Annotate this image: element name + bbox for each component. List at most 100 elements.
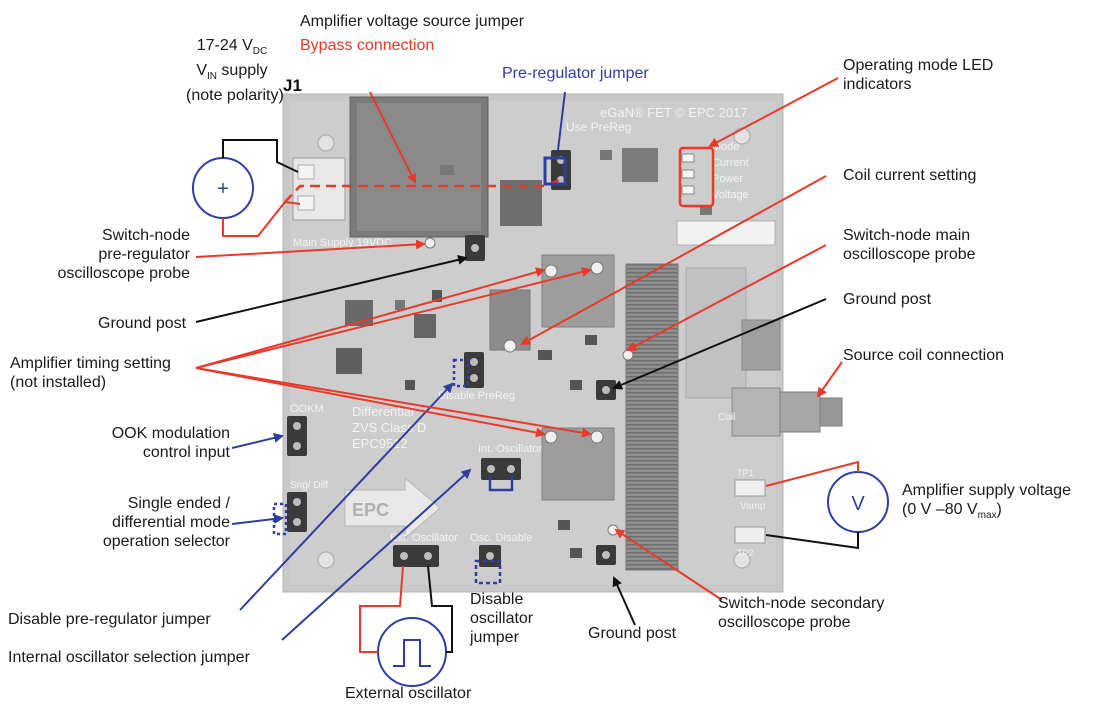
amp-timing-line2: (not installed) (10, 374, 107, 391)
sw-main-probe-label: Switch-node main oscilloscope probe (843, 226, 976, 264)
silk-tp1: TP1 (737, 468, 754, 478)
disable-prereg-jumper-label: Disable pre-regulator jumper (8, 611, 211, 628)
coil-connector-header (741, 319, 781, 371)
sw-main-line1: Switch-node main (843, 227, 971, 244)
single-line3: operation selector (102, 533, 230, 550)
tp2-pad (734, 526, 766, 544)
note-polarity: (note polarity) (186, 87, 284, 105)
disable-prereg-bracket (452, 358, 470, 388)
plus-symbol: + (217, 178, 229, 200)
led-power (681, 169, 695, 179)
amp-supply-meter: V (765, 460, 889, 550)
bypass-arrow (369, 91, 416, 184)
sw-prereg-line2: pre-regulator (98, 246, 190, 263)
silk-use-prereg: Use PreReg (566, 120, 631, 134)
silk-epc-part: EPC9512 (352, 436, 408, 451)
pcb-board (282, 93, 843, 593)
mount-hole (733, 551, 751, 569)
ext-oscillator-symbol (359, 565, 453, 687)
amp-supply-close: ) (996, 501, 1002, 518)
silk-current: Current (712, 157, 749, 169)
amp-supply-line2: (0 V –80 V (902, 501, 978, 518)
amp-supply-label: Amplifier supply voltage (0 V –80 Vmax) (902, 481, 1071, 525)
ook-line1: OOK modulation (111, 425, 230, 442)
supply-range-sub: DC (252, 46, 268, 58)
silk-coil: Coil (718, 412, 735, 423)
volt-symbol: V (851, 493, 865, 515)
sma-connector-body (779, 391, 821, 433)
silk-tp2: TP2 (737, 548, 754, 558)
source-coil-label: Source coil connection (843, 347, 1004, 364)
disable-osc-line1: Disable (470, 591, 524, 608)
silk-power: Power (712, 173, 744, 185)
amp-timing-line1: Amplifier timing setting (10, 355, 171, 372)
sw-secondary-line1: Switch-node secondary (718, 595, 885, 612)
bypass-connection-label: Bypass connection (300, 37, 435, 54)
silk-sn: SN: (680, 225, 702, 240)
ground-post-bottom-label: Ground post (588, 625, 677, 642)
sw-prereg-line3: oscilloscope probe (57, 265, 190, 282)
single-line1: Single ended / (127, 495, 230, 512)
ground-post-left-label: Ground post (98, 315, 187, 332)
header-pin-pads (293, 156, 610, 560)
ground-post-right-label: Ground post (843, 291, 932, 308)
resonant-coil (625, 263, 679, 571)
silk-differential: Differential (352, 404, 414, 419)
silk-vamp: Vamp (740, 501, 766, 512)
led-voltage (681, 185, 695, 195)
vin-main: V (196, 62, 207, 80)
led-indicator-box (678, 146, 715, 208)
disable-osc-line2: oscillator (470, 610, 534, 627)
mosfet-package (500, 180, 542, 226)
prereg-jumper-bracket (543, 156, 567, 186)
vin-sub: IN (206, 71, 217, 83)
coil-current-label: Coil current setting (843, 167, 977, 184)
silk-disable-prereg: Disable PreReg (438, 390, 515, 402)
single-ended-label: Single ended / differential mode operati… (40, 494, 230, 551)
supply-range: 17-24 V (196, 37, 253, 54)
amp-supply-sub: max (977, 510, 997, 522)
led-indicators-label: Operating mode LED indicators (843, 56, 993, 94)
mount-hole (317, 551, 335, 569)
sw-prereg-label: Switch-node pre-regulator oscilloscope p… (40, 226, 190, 283)
disable-osc-line3: jumper (470, 629, 519, 646)
external-osc-label: External oscillator (345, 685, 472, 702)
sw-prereg-line1: Switch-node (101, 227, 190, 244)
silk-sng-diff: Sng/ Diff (290, 480, 328, 491)
tp1-pad (734, 479, 766, 497)
silk-ext-osc: Ext. Oscillator (390, 532, 458, 544)
sw-secondary-probe-label: Switch-node secondary oscilloscope probe (718, 594, 884, 632)
vin-supply-symbol: + (192, 139, 301, 237)
single-line2: differential mode (112, 514, 230, 531)
vin-supply-label: 17-24 VDC VIN supply (note polarity) (186, 36, 284, 105)
disable-osc-bracket (474, 559, 502, 585)
amp-supply-line1: Amplifier supply voltage (902, 482, 1071, 499)
led-line1: Operating mode LED (843, 57, 994, 74)
led-current (681, 153, 695, 163)
amp-timing-label: Amplifier timing setting (not installed) (10, 354, 171, 392)
silk-int-osc: Int. Oscillator (478, 443, 543, 455)
disable-osc-label: Disable oscillator jumper (470, 590, 533, 647)
mount-hole (317, 134, 335, 152)
silk-voltage: Voltage (712, 189, 749, 201)
serial-number-box (676, 220, 776, 246)
amp-vs-jumper-label: Amplifier voltage source jumper (300, 13, 525, 30)
silk-main-supply: Main Supply 19VDC (293, 237, 392, 249)
silk-epc-logo: EPC (352, 500, 389, 520)
epc-logo-arrow (344, 476, 441, 540)
silk-osc-disable: Osc. Disable (470, 532, 532, 544)
led-line2: indicators (843, 76, 912, 93)
sw-main-line2: oscilloscope probe (843, 246, 976, 263)
silk-brand: eGaN® FET © EPC 2017 (600, 105, 748, 120)
vin-rest: supply (216, 62, 268, 80)
silk-ookm: OOKM (290, 403, 324, 415)
timing-arrows (195, 267, 592, 438)
j1-label: J1 (283, 76, 302, 95)
sw-secondary-line2: oscilloscope probe (718, 614, 851, 631)
internal-osc-jumper-label: Internal oscillator selection jumper (8, 649, 250, 666)
ook-line2: control input (142, 444, 230, 461)
prereg-jumper-label: Pre-regulator jumper (502, 65, 649, 82)
ook-label: OOK modulation control input (40, 424, 230, 462)
